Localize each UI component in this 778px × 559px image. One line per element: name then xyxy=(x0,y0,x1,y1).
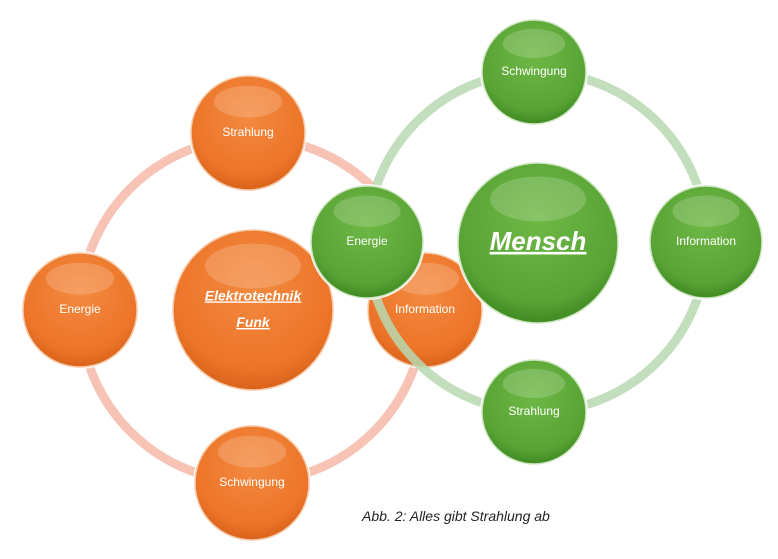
node-information-right: Information xyxy=(648,184,764,300)
figure-caption: Abb. 2: Alles gibt Strahlung ab xyxy=(362,508,550,524)
node-energie-right: Energie xyxy=(309,184,425,300)
node-strahlung-right-label: Strahlung xyxy=(508,404,559,418)
node-strahlung-right: Strahlung xyxy=(480,358,588,466)
node-information-right-label: Information xyxy=(676,234,736,248)
node-information-left-label: Information xyxy=(395,302,455,316)
node-schwingung-left: Schwingung xyxy=(193,424,311,542)
node-strahlung-left: Strahlung xyxy=(189,74,307,192)
node-schwingung-left-label: Schwingung xyxy=(219,475,284,489)
node-schwingung-right: Schwingung xyxy=(480,18,588,126)
center-elektrotechnik-funk-label: Funk xyxy=(236,314,271,330)
center-mensch: Mensch xyxy=(456,161,620,325)
node-energie-left-label: Energie xyxy=(59,302,101,316)
node-energie-right-label: Energie xyxy=(346,234,388,248)
center-mensch-label: Mensch xyxy=(490,226,587,256)
node-energie-left: Energie xyxy=(21,251,139,369)
center-elektrotechnik-funk-label: Elektrotechnik xyxy=(205,287,303,303)
node-schwingung-right-label: Schwingung xyxy=(501,64,566,78)
node-strahlung-left-label: Strahlung xyxy=(222,125,273,139)
